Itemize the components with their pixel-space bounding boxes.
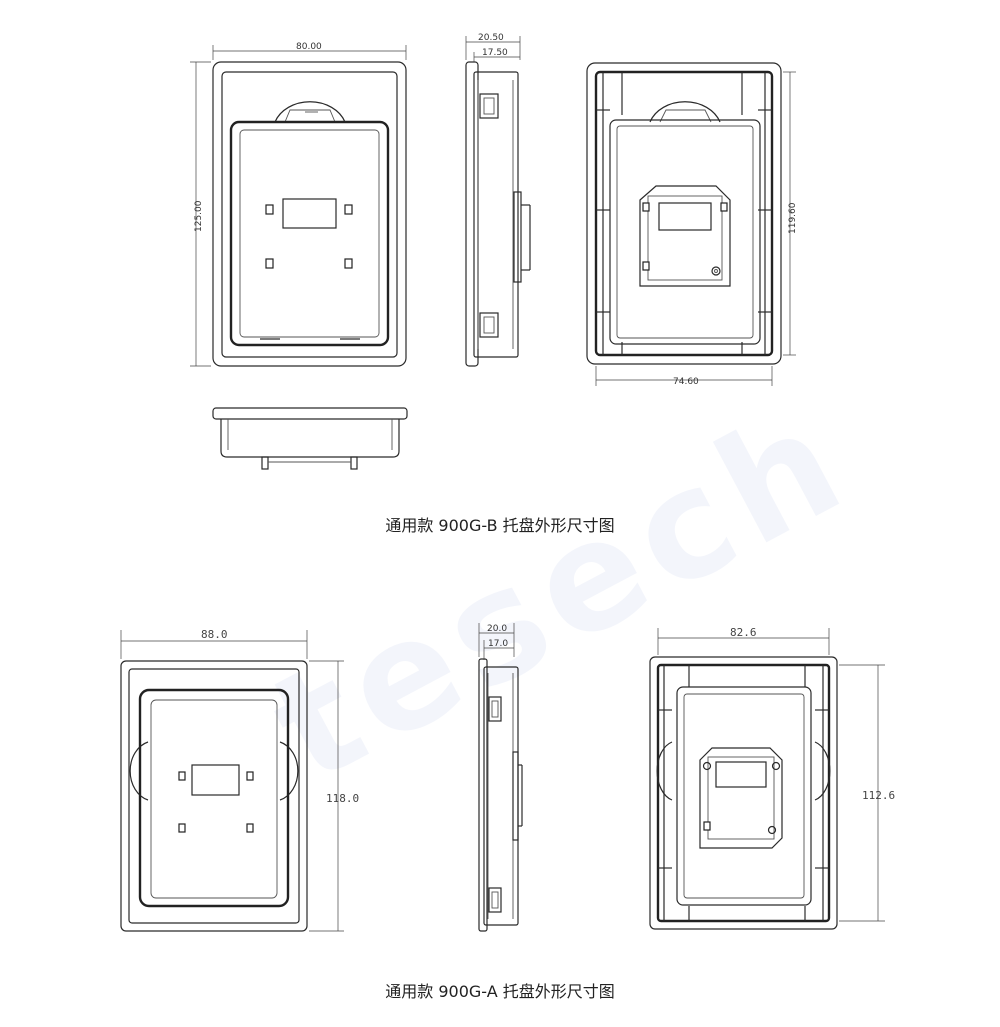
b-side-inner-dim: 17.50 [473, 48, 520, 62]
b-front-view: 80.00 125.00 [190, 42, 407, 367]
a-side-total-dim: 20.0 [478, 623, 515, 657]
caption-900g-a: 通用款 900G-A 托盘外形尺寸图 [385, 982, 615, 1001]
a-back-height-label: 112.6 [862, 789, 895, 802]
a-side-view: 20.0 17.0 [478, 623, 523, 932]
a-front-width-dim: 88.0 [120, 628, 308, 659]
a-side-inner-dim: 17.0 [483, 639, 514, 660]
b-bottom-view [212, 407, 408, 470]
b-side-total-label: 20.50 [478, 33, 504, 43]
a-back-width-dim: 82.6 [657, 626, 830, 655]
watermark: tesech [246, 372, 875, 817]
b-back-height-dim: 119.60 [783, 71, 798, 356]
b-front-width-label: 80.00 [296, 42, 322, 52]
a-front-height-dim: 118.0 [309, 660, 359, 932]
b-back-width-dim: 74.60 [595, 366, 773, 387]
a-side-total-label: 20.0 [487, 624, 507, 634]
a-back-view: 82.6 112.6 [649, 626, 895, 930]
b-front-width-dim: 80.00 [212, 42, 407, 60]
b-front-height-label: 125.00 [194, 200, 204, 232]
a-front-width-label: 88.0 [201, 628, 228, 641]
a-side-inner-label: 17.0 [488, 639, 508, 649]
diagram-900g-a: 88.0 118.0 [120, 623, 895, 932]
b-back-view: 119.60 74.60 [586, 62, 798, 387]
diagram-900g-b: 80.00 125.00 [190, 33, 798, 470]
b-back-width-label: 74.60 [673, 377, 699, 387]
a-back-width-label: 82.6 [730, 626, 757, 639]
caption-900g-b: 通用款 900G-B 托盘外形尺寸图 [385, 516, 615, 535]
b-side-view: 20.50 17.50 [465, 33, 531, 367]
a-back-height-dim: 112.6 [839, 664, 895, 922]
b-side-total-dim: 20.50 [465, 33, 521, 60]
b-back-height-label: 119.60 [788, 202, 798, 234]
b-side-inner-label: 17.50 [482, 48, 508, 58]
a-front-height-label: 118.0 [326, 792, 359, 805]
a-front-view: 88.0 118.0 [120, 628, 359, 932]
b-front-height-dim: 125.00 [190, 61, 211, 367]
